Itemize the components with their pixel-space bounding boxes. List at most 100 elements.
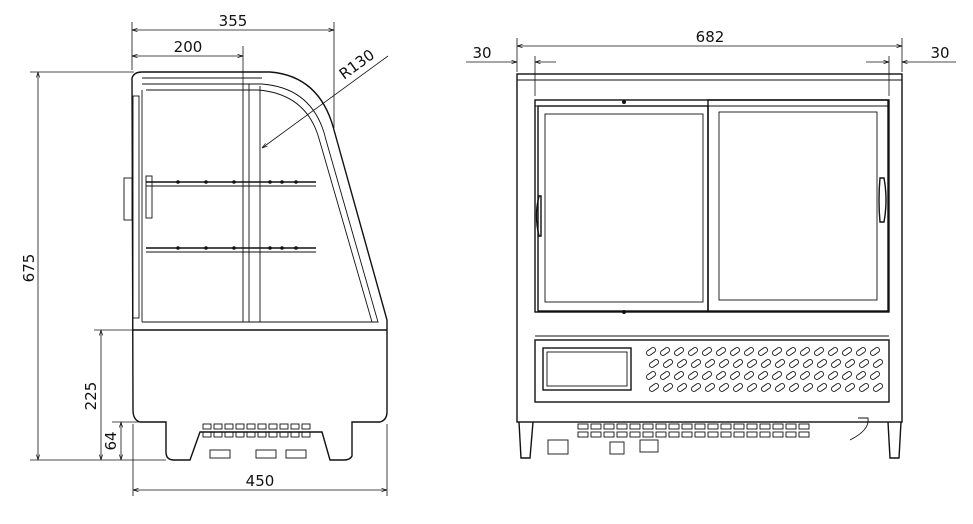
vent-slot <box>688 347 698 356</box>
front-bottom-part-3 <box>639 439 659 453</box>
bottom-vent-slot <box>785 431 797 438</box>
front-bottom-vent <box>577 423 810 438</box>
bottom-vent-slot <box>694 423 706 430</box>
side-shelf-lower <box>146 247 316 253</box>
side-vent-slot <box>279 431 289 438</box>
vent-slot <box>730 347 740 356</box>
side-vent-slot <box>224 431 234 438</box>
vent-slot <box>817 359 827 368</box>
vent-slot <box>646 371 656 380</box>
dim-30-left-label: 30 <box>472 44 491 62</box>
vent-slot <box>705 359 715 368</box>
side-vent-slot <box>290 423 300 430</box>
bottom-vent-slot <box>707 431 719 438</box>
vent-slot <box>674 371 684 380</box>
side-vent-slot <box>235 431 245 438</box>
side-vent-slot <box>246 431 256 438</box>
side-vent-slot <box>257 431 267 438</box>
side-foot-block-3 <box>285 449 307 459</box>
dim-355-label: 355 <box>219 12 248 30</box>
side-post <box>242 83 250 323</box>
shelf-rivet <box>280 180 284 184</box>
shelf-rivet <box>232 246 236 250</box>
bottom-vent-slot <box>681 431 693 438</box>
bottom-vent-slot <box>668 423 680 430</box>
bottom-vent-slot <box>746 431 758 438</box>
vent-slot <box>702 347 712 356</box>
bottom-vent-slot <box>733 431 745 438</box>
front-door-right <box>707 99 889 312</box>
bottom-vent-slot <box>655 423 667 430</box>
bottom-vent-slot <box>616 431 628 438</box>
vent-slot <box>761 383 771 392</box>
shelf-rivet <box>294 246 298 250</box>
vent-slot <box>789 383 799 392</box>
front-view: 682 30 30 <box>466 28 956 459</box>
vent-slot <box>870 371 880 380</box>
dim-64-label: 64 <box>102 431 120 450</box>
vent-slot <box>691 359 701 368</box>
side-vent <box>202 423 311 438</box>
bottom-vent-slot <box>603 423 615 430</box>
side-vent-slot <box>224 423 234 430</box>
front-door-left <box>537 105 709 312</box>
vent-slot <box>859 383 869 392</box>
dim-682-label: 682 <box>696 28 725 46</box>
front-outline <box>516 73 903 423</box>
vent-slot <box>649 359 659 368</box>
bottom-vent-slot <box>772 431 784 438</box>
dim-225-label: 225 <box>82 382 100 411</box>
vent-slot <box>663 383 673 392</box>
side-vent-slot <box>213 423 223 430</box>
bottom-vent-slot <box>759 423 771 430</box>
bottom-vent-slot <box>629 431 641 438</box>
vent-slot <box>772 371 782 380</box>
bottom-vent-slot <box>733 423 745 430</box>
bottom-vent-slot <box>668 431 680 438</box>
side-inner-curve-2 <box>146 89 373 323</box>
front-bottom-part-1 <box>547 439 569 455</box>
shelf-rivet <box>204 180 208 184</box>
side-left-frame <box>132 95 140 319</box>
vent-slot <box>786 371 796 380</box>
vent-slot <box>814 347 824 356</box>
side-outline <box>131 71 388 461</box>
bottom-vent-slot <box>798 423 810 430</box>
vent-slot <box>775 359 785 368</box>
vent-slot <box>702 371 712 380</box>
vent-slot <box>831 359 841 368</box>
bottom-vent-slot <box>707 423 719 430</box>
vent-slot <box>716 347 726 356</box>
front-handle-right <box>878 177 887 223</box>
side-vent-slot <box>213 431 223 438</box>
vent-slot <box>828 347 838 356</box>
vent-slot <box>747 359 757 368</box>
vent-slot <box>660 371 670 380</box>
side-vent-slot <box>235 423 245 430</box>
bottom-vent-slot <box>577 423 589 430</box>
vent-slot <box>845 359 855 368</box>
bottom-vent-slot <box>616 423 628 430</box>
vent-slot <box>800 371 810 380</box>
shelf-rivet <box>268 246 272 250</box>
dim-200-label: 200 <box>174 38 203 56</box>
front-door-frame <box>534 99 890 313</box>
dim-30-right-label: 30 <box>930 44 949 62</box>
shelf-rivet <box>294 180 298 184</box>
vent-slot <box>856 371 866 380</box>
side-foot-block <box>209 449 231 459</box>
vent-slot <box>660 347 670 356</box>
vent-slot <box>719 359 729 368</box>
bottom-vent-slot <box>785 423 797 430</box>
vent-slot <box>747 383 757 392</box>
bottom-vent-slot <box>642 423 654 430</box>
side-handle <box>123 177 133 221</box>
shelf-rivet <box>176 180 180 184</box>
vent-slot <box>646 347 656 356</box>
vent-slot <box>803 383 813 392</box>
bottom-vent-slot <box>655 431 667 438</box>
vent-slot <box>677 359 687 368</box>
side-vent-slot <box>202 423 212 430</box>
vent-slot <box>691 383 701 392</box>
